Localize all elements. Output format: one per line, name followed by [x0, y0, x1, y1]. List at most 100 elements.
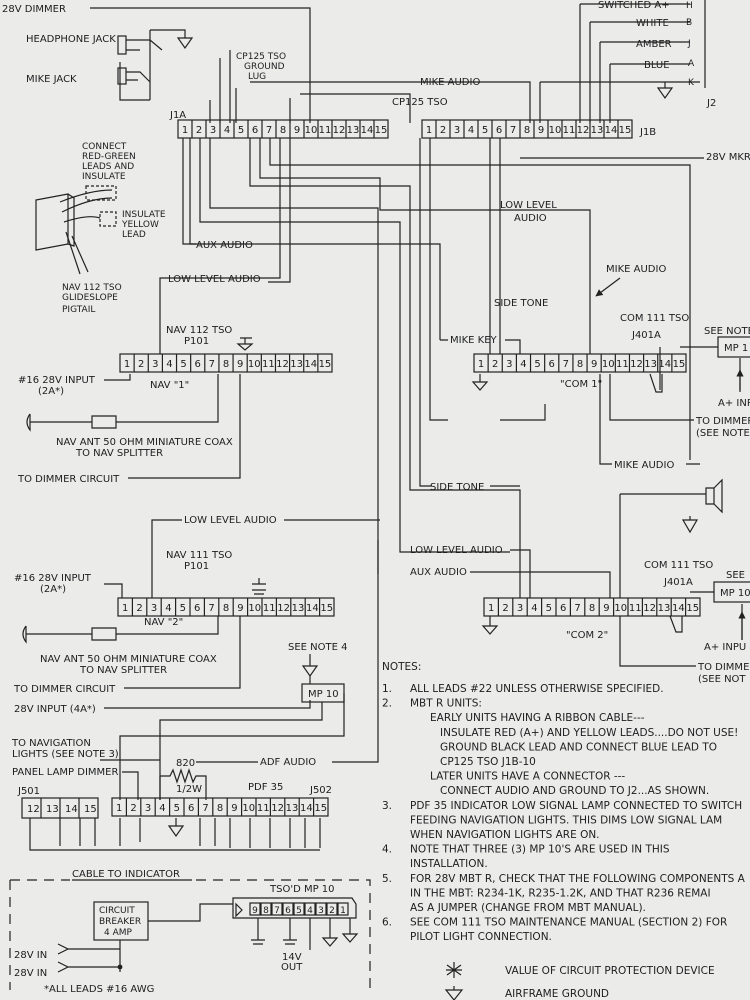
pin-label: 14: [361, 125, 374, 136]
in-1: 28V IN: [14, 950, 47, 961]
pin-label: 14: [306, 603, 319, 614]
nav2-section: LOW LEVEL AUDIO NAV 111 TSO P101 #16 28V…: [13, 515, 380, 800]
pin-label: 11: [263, 603, 276, 614]
pin-label: 8: [223, 603, 229, 614]
svg-text:J: J: [687, 39, 691, 49]
nav1-dimmer: TO DIMMER CIRCUIT: [17, 474, 120, 485]
com1-tso: COM 111 TSO: [620, 313, 689, 324]
com2-section: COM 111 TSO J401A SEE MP 10 A+ INPU "COM…: [481, 560, 750, 685]
pin-label: 5: [534, 359, 540, 370]
j501-label: J501: [17, 786, 40, 797]
pin-label: 12: [276, 359, 289, 370]
pin-label: 11: [616, 359, 629, 370]
out-2: OUT: [281, 962, 303, 973]
com2-see: SEE: [726, 570, 745, 581]
pin-label: 2: [492, 359, 498, 370]
see-note4: SEE NOTE 4: [288, 642, 347, 653]
pin-label: 7: [266, 125, 272, 136]
notes-list: 1.ALL LEADS #22 UNLESS OTHERWISE SPECIFI…: [382, 683, 746, 943]
pin-label: 5: [238, 125, 244, 136]
pin-label: 1: [122, 603, 128, 614]
pin-label: 12: [577, 125, 590, 136]
legend: VALUE OF CIRCUIT PROTECTION DEVICE AIRFR…: [444, 962, 715, 1000]
pin-label: 10: [549, 125, 562, 136]
notes-section: NOTES: 1.ALL LEADS #22 UNLESS OTHERWISE …: [382, 661, 746, 943]
pin-label: 4: [159, 803, 165, 814]
pin-label: 5: [546, 603, 552, 614]
pin-label: 10: [305, 125, 318, 136]
nav2-input-1: #16 28V INPUT: [14, 573, 92, 584]
note-text: CONNECT AUDIO AND GROUND TO J2...AS SHOW…: [440, 785, 709, 797]
mp-pin-label: 3: [318, 906, 324, 916]
pin-label: 10: [248, 359, 261, 370]
nav1-p101: P101: [184, 336, 209, 347]
pin-label: 3: [454, 125, 460, 136]
nav2-dimmer: TO DIMMER CIRCUIT: [13, 684, 116, 695]
pin-label: 13: [644, 359, 657, 370]
mp-pin-label: 4: [307, 906, 313, 916]
ground-lug-line-1: CP125 TSO: [236, 52, 286, 62]
pin-label: 7: [574, 603, 580, 614]
panel-dimmer: PANEL LAMP DIMMER: [12, 767, 118, 778]
pin-label: 1: [488, 603, 494, 614]
mp-pin-label: 8: [263, 906, 269, 916]
speaker-ground-icon: [681, 519, 699, 534]
pin-label: 8: [524, 125, 530, 136]
pin-label: 1: [426, 125, 432, 136]
svg-text:12: 12: [27, 804, 40, 815]
pin-label: 8: [280, 125, 286, 136]
mp1-label: MP 1: [724, 343, 748, 354]
note-number: 6.: [382, 917, 392, 929]
pin-label: 3: [145, 803, 151, 814]
glideslope-pigtail-icon: [35, 193, 75, 251]
r820: 820: [176, 758, 195, 769]
nav1-ant-2: TO NAV SPLITTER: [75, 448, 163, 459]
pin-label: 1: [116, 803, 122, 814]
pin-label: 4: [531, 603, 537, 614]
com1-j401a: J401A: [631, 330, 661, 341]
side-tone-label: SIDE TONE: [494, 298, 548, 309]
mp-pin-label: 9: [252, 906, 258, 916]
nav2-input4: 28V INPUT (4A*): [14, 704, 96, 715]
mp10-connector: [232, 897, 357, 919]
pin-label: 7: [510, 125, 516, 136]
pin-label: 15: [320, 603, 333, 614]
note-text: SEE COM 111 TSO MAINTENANCE MANUAL (SECT…: [410, 917, 727, 929]
adf-audio: ADF AUDIO: [260, 757, 316, 768]
note-item: CP125 TSO J1B-10: [440, 756, 536, 768]
pin-label: 15: [619, 125, 632, 136]
pin-label: 4: [520, 359, 526, 370]
pin-label: 15: [319, 359, 332, 370]
cp125-label: CP125 TSO: [392, 97, 448, 108]
pin-label: 2: [136, 603, 142, 614]
pin-label: 4: [166, 359, 172, 370]
svg-text:H: H: [686, 1, 693, 11]
note-text: INSULATE RED (A+) AND YELLOW LEADS....DO…: [440, 727, 738, 739]
mp-pin-label: 7: [274, 906, 280, 916]
pin-label: 14: [304, 359, 317, 370]
svg-text:13: 13: [46, 804, 59, 815]
j1b-label: J1B: [639, 127, 656, 138]
pin-label: 4: [165, 603, 171, 614]
out-1: 14V: [282, 952, 302, 963]
pin-label: 2: [138, 359, 144, 370]
pin-label: 6: [194, 603, 200, 614]
com1-name: "COM 1": [560, 379, 602, 390]
nav1-name: NAV "1": [150, 380, 189, 391]
note-item: CONNECT AUDIO AND GROUND TO J2...AS SHOW…: [440, 785, 709, 797]
white-label: WHITE: [636, 18, 669, 29]
pin-label: 13: [658, 603, 671, 614]
r12w: 1/2W: [176, 784, 202, 795]
legend-ground-label: AIRFRAME GROUND: [505, 988, 609, 1000]
insulate-line-1: INSULATE: [122, 210, 166, 220]
pin-label: 7: [563, 359, 569, 370]
pin-label: 9: [237, 603, 243, 614]
pin-label: 9: [538, 125, 544, 136]
breaker-3: 4 AMP: [104, 928, 133, 938]
svg-text:15: 15: [84, 804, 97, 815]
pin-label: 13: [286, 803, 299, 814]
pin-label: 1: [124, 359, 130, 370]
